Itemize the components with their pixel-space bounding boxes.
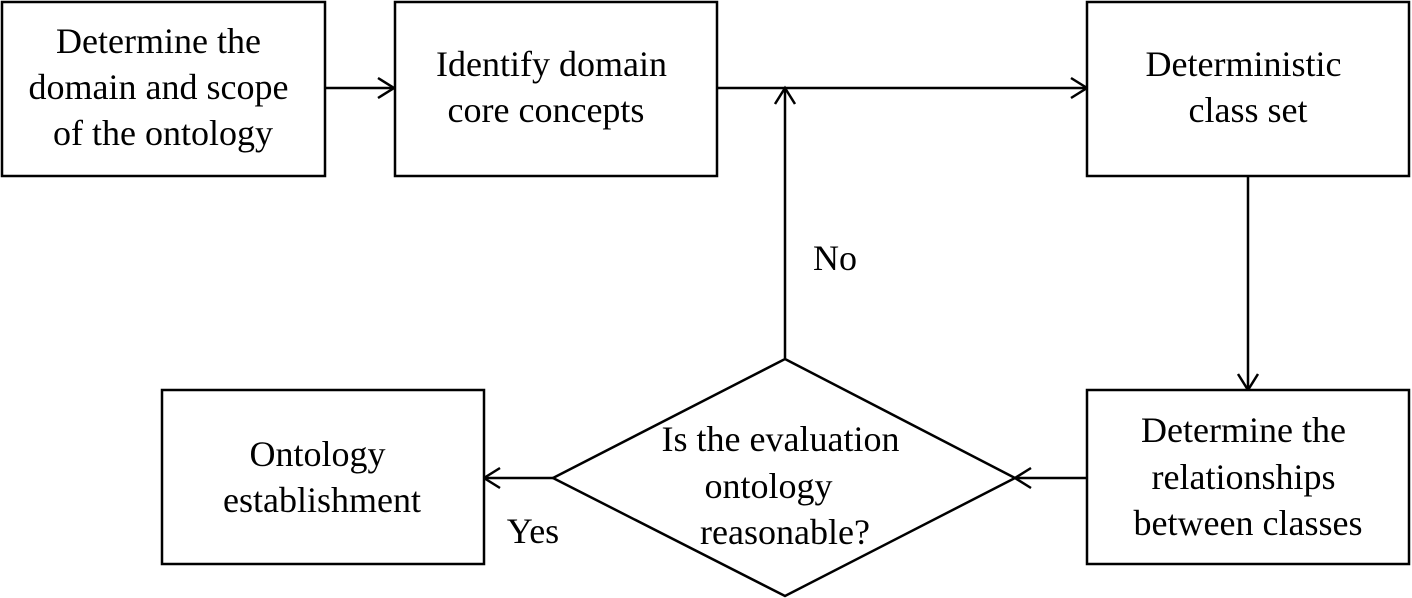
label-establishment: Ontology establishment (223, 434, 421, 520)
label-line: Determine the (1141, 410, 1346, 450)
label-line: core concepts (448, 90, 645, 130)
label-line: domain and scope (29, 67, 289, 107)
label-line: Deterministic (1146, 44, 1342, 84)
label-line: establishment (223, 480, 421, 520)
edge-labels: No Yes (507, 238, 857, 551)
label-line: Is the evaluation (662, 419, 900, 459)
label-identify-concepts: Identify domain core concepts (436, 44, 676, 130)
label-line: reasonable? (700, 512, 870, 552)
node-decision-diamond (550, 357, 1018, 598)
node-class-set (1085, 0, 1411, 178)
label-determine-domain: Determine the domain and scope of the on… (29, 21, 298, 153)
node-establishment (160, 388, 486, 566)
edge-label-no: No (813, 238, 857, 278)
label-line: relationships (1152, 457, 1336, 497)
label-line: Determine the (56, 21, 261, 61)
edge-label-yes: Yes (507, 511, 559, 551)
node-relationships (1085, 388, 1411, 566)
label-line: Identify domain (436, 44, 667, 84)
node-identify-concepts (393, 0, 719, 178)
label-class-set: Deterministic class set (1146, 44, 1351, 130)
label-line: of the ontology (53, 113, 273, 153)
label-line: between classes (1134, 503, 1363, 543)
node-labels: Determine the domain and scope of the on… (29, 21, 1363, 552)
label-line: ontology (704, 466, 832, 506)
label-decision: Is the evaluation ontology reasonable? (662, 419, 909, 552)
label-relationships: Determine the relationships between clas… (1134, 410, 1363, 543)
node-determine-domain (0, 0, 327, 178)
label-line: Ontology (249, 434, 385, 474)
label-line: class set (1189, 90, 1308, 130)
arrowhead-decision-loop-no (773, 85, 797, 105)
